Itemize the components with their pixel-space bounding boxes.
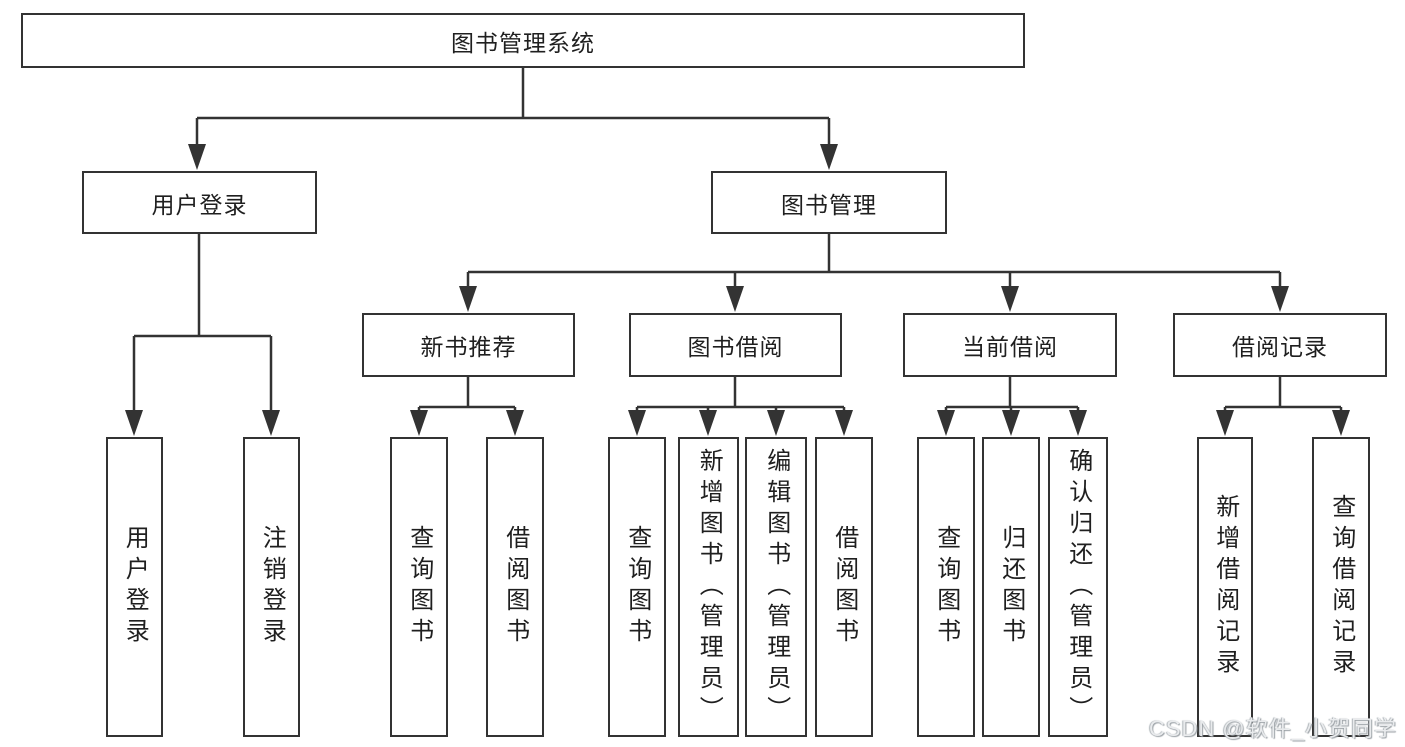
node-current-borrow: 当前借阅: [903, 313, 1117, 377]
node-label: 图书借阅: [687, 334, 784, 360]
leaf-label: 借阅图书: [830, 525, 858, 649]
node-label: 当前借阅: [962, 334, 1058, 360]
leaf-user-login: 用户登录: [106, 437, 163, 737]
leaf-edit-book-admin: 编辑图书（管理员）: [745, 437, 807, 737]
leaf-label: 借阅图书: [501, 525, 529, 649]
leaf-return-book: 归还图书: [982, 437, 1040, 737]
leaf-add-book-admin: 新增图书（管理员）: [678, 437, 739, 737]
node-label: 新书推荐: [420, 334, 517, 360]
node-label: 图书管理系统: [451, 29, 595, 56]
leaf-label: 确认归还（管理员）: [1064, 447, 1092, 727]
leaf-label: 新增借阅记录: [1211, 494, 1239, 680]
leaf-query-books-1: 查询图书: [390, 437, 448, 737]
leaf-borrow-books-2: 借阅图书: [815, 437, 873, 737]
leaf-label: 注销登录: [258, 525, 286, 649]
leaf-confirm-return-admin: 确认归还（管理员）: [1048, 437, 1108, 737]
leaf-label: 查询图书: [405, 525, 433, 649]
leaf-logout: 注销登录: [243, 437, 300, 737]
leaf-query-books-3: 查询图书: [917, 437, 975, 737]
leaf-query-borrow-record: 查询借阅记录: [1312, 437, 1370, 737]
leaf-label: 新增图书（管理员）: [695, 447, 723, 727]
leaf-label: 查询图书: [932, 525, 960, 649]
node-book-borrow: 图书借阅: [629, 313, 842, 377]
node-library-management-system: 图书管理系统: [21, 13, 1025, 68]
leaf-borrow-books-1: 借阅图书: [486, 437, 544, 737]
leaf-label: 归还图书: [997, 525, 1025, 649]
leaf-label: 编辑图书（管理员）: [762, 447, 790, 727]
leaf-query-books-2: 查询图书: [608, 437, 666, 737]
node-new-book-recommend: 新书推荐: [362, 313, 575, 377]
leaf-label: 查询借阅记录: [1327, 494, 1355, 680]
node-user-login-module: 用户登录: [82, 171, 317, 234]
node-label: 借阅记录: [1232, 334, 1328, 360]
node-label: 用户登录: [151, 191, 248, 218]
leaf-add-borrow-record: 新增借阅记录: [1197, 437, 1253, 737]
node-book-management-module: 图书管理: [711, 171, 947, 234]
node-label: 图书管理: [781, 191, 877, 218]
node-borrow-record: 借阅记录: [1173, 313, 1387, 377]
leaf-label: 用户登录: [121, 525, 149, 649]
leaf-label: 查询图书: [623, 525, 651, 649]
csdn-watermark: CSDN @软件_小贺同学: [1148, 716, 1397, 741]
